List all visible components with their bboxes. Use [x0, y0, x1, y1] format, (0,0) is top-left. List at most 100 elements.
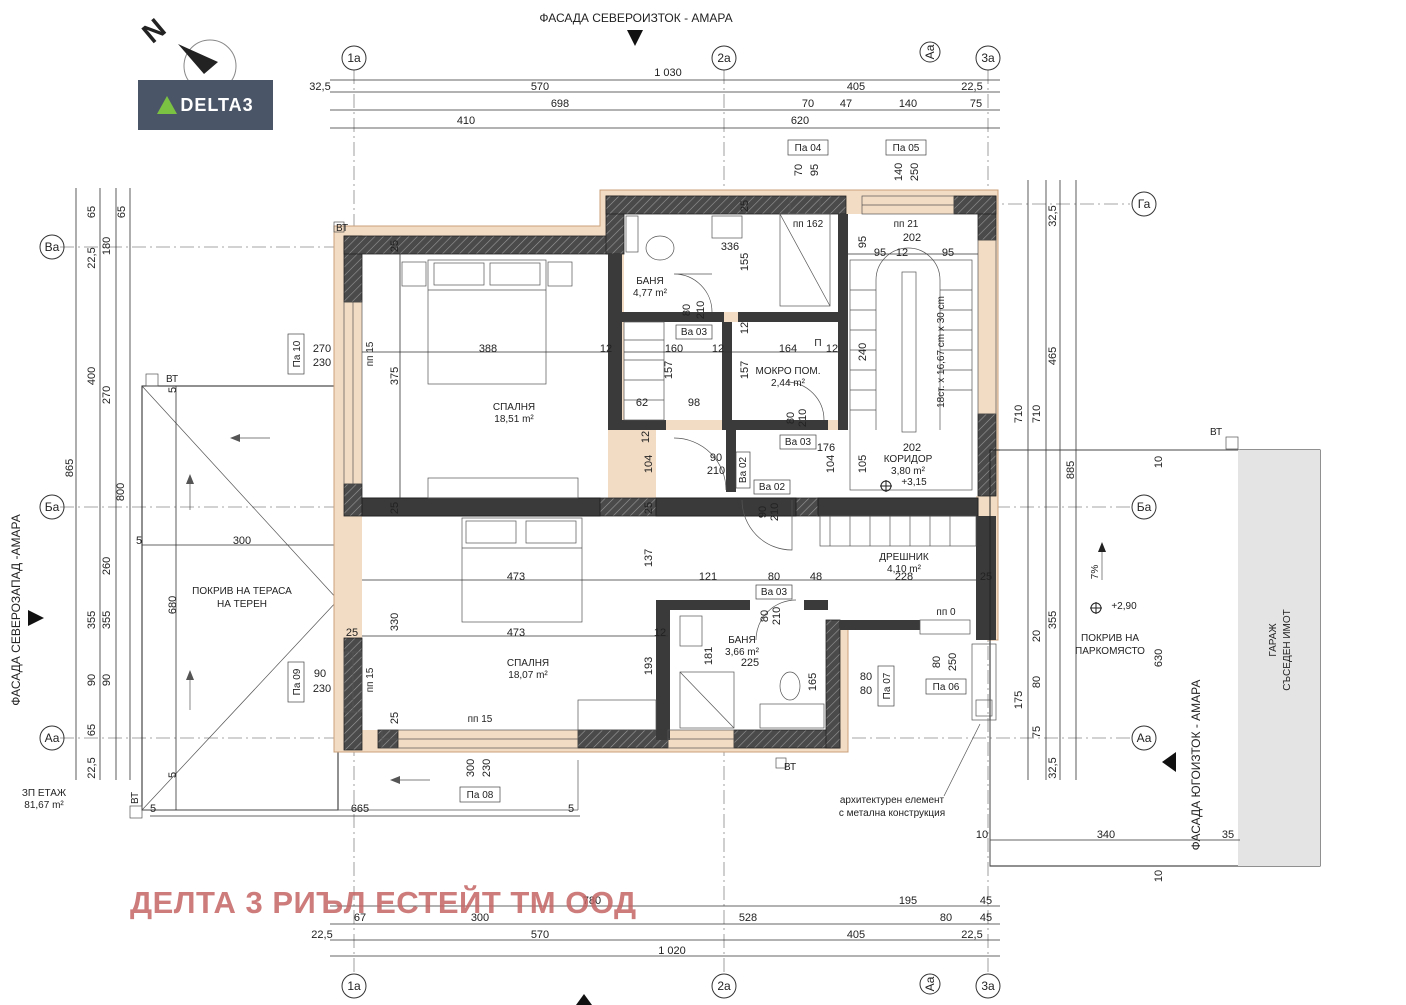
svg-text:ВТ: ВТ — [1210, 427, 1222, 438]
facade-top-title: ФАСАДА СЕВЕРОИЗТОК - АМАРА — [539, 11, 732, 25]
svg-text:25: 25 — [643, 502, 655, 514]
svg-text:Па 06: Па 06 — [933, 682, 960, 693]
svg-text:95: 95 — [809, 164, 821, 176]
svg-text:ВТ: ВТ — [336, 223, 348, 234]
svg-text:800: 800 — [115, 483, 127, 501]
svg-text:5: 5 — [150, 803, 156, 815]
svg-text:80: 80 — [931, 656, 943, 668]
svg-text:225: 225 — [741, 657, 759, 669]
svg-text:Га: Га — [1138, 197, 1151, 211]
svg-text:104: 104 — [643, 455, 655, 473]
delta-logo-icon: DELTA3 — [157, 95, 253, 116]
svg-text:336: 336 — [721, 241, 739, 253]
svg-text:25: 25 — [980, 571, 992, 583]
svg-text:47: 47 — [840, 98, 852, 110]
svg-text:10: 10 — [976, 829, 988, 841]
svg-text:137: 137 — [643, 549, 655, 567]
svg-text:665: 665 — [351, 803, 369, 815]
svg-text:7%: 7% — [1090, 565, 1101, 580]
svg-text:2а: 2а — [717, 51, 731, 65]
svg-text:Па 04: Па 04 — [795, 143, 822, 154]
svg-text:202: 202 — [903, 232, 921, 244]
svg-text:12: 12 — [739, 322, 751, 334]
svg-text:165: 165 — [807, 673, 819, 691]
svg-text:405: 405 — [847, 929, 865, 941]
svg-text:18ст. х 16,67 cm х 30 cm: 18ст. х 16,67 cm х 30 cm — [936, 296, 947, 408]
svg-text:710: 710 — [1013, 405, 1025, 423]
right-dimensions: 32,5 465 355 20 80 75 32,5 710 710 885 1… — [1013, 180, 1165, 780]
svg-text:230: 230 — [313, 683, 331, 695]
bath2-area: 3,66 m² — [725, 647, 760, 658]
wet-room-name: МОКРО ПОМ. — [755, 366, 820, 377]
svg-text:НА ТЕРЕН: НА ТЕРЕН — [217, 599, 267, 610]
svg-text:22,5: 22,5 — [311, 929, 332, 941]
svg-text:340: 340 — [1097, 829, 1115, 841]
svg-text:90: 90 — [86, 674, 98, 686]
svg-text:473: 473 — [507, 571, 525, 583]
svg-text:Аа: Аа — [1137, 731, 1152, 745]
svg-text:300: 300 — [233, 535, 251, 547]
svg-text:ВТ: ВТ — [130, 792, 141, 804]
svg-text:62: 62 — [636, 397, 648, 409]
svg-text:230: 230 — [313, 357, 331, 369]
svg-text:пп 0: пп 0 — [936, 607, 956, 618]
svg-text:Аа: Аа — [923, 44, 937, 59]
svg-text:ПОКРИВ НА: ПОКРИВ НА — [1081, 633, 1139, 644]
axis-aa-bottom: Аа — [919, 973, 941, 995]
svg-text:260: 260 — [101, 557, 113, 575]
svg-text:22,5: 22,5 — [961, 929, 982, 941]
svg-text:75: 75 — [970, 98, 982, 110]
svg-text:Па 08: Па 08 — [467, 790, 494, 801]
closet-name: ДРЕШНИК — [879, 552, 929, 563]
svg-text:СЪСЕДЕН ИМОТ: СЪСЕДЕН ИМОТ — [1282, 609, 1293, 691]
svg-text:270: 270 — [101, 386, 113, 404]
svg-text:12: 12 — [896, 247, 908, 259]
svg-text:355: 355 — [1047, 611, 1059, 629]
svg-text:Ба: Ба — [45, 500, 60, 514]
svg-text:ВТ: ВТ — [784, 762, 796, 773]
facade-right-marker — [1162, 752, 1176, 772]
bedroom2-area: 18,07 m² — [508, 670, 548, 681]
svg-text:164: 164 — [779, 343, 797, 355]
svg-text:121: 121 — [699, 571, 717, 583]
svg-text:405: 405 — [847, 81, 865, 93]
axis-aa-right: Аа — [1131, 725, 1157, 751]
svg-text:1а: 1а — [347, 51, 361, 65]
svg-text:Ва: Ва — [45, 240, 60, 254]
interior-dimensions: 388 375 25 12 160 12 164 12 12 12 157 15… — [313, 163, 992, 777]
svg-text:90: 90 — [101, 674, 113, 686]
svg-text:95: 95 — [874, 247, 886, 259]
svg-text:25: 25 — [389, 712, 401, 724]
bedroom2-name: СПАЛНЯ — [507, 658, 549, 669]
svg-text:25: 25 — [389, 502, 401, 514]
svg-text:22,5: 22,5 — [86, 247, 98, 268]
svg-text:570: 570 — [531, 929, 549, 941]
svg-text:80: 80 — [768, 571, 780, 583]
room-floors — [362, 214, 978, 730]
svg-text:195: 195 — [899, 895, 917, 907]
svg-text:240: 240 — [857, 343, 869, 361]
metal-note-leader — [943, 723, 981, 797]
svg-text:ПОКРИВ НА ТЕРАСА: ПОКРИВ НА ТЕРАСА — [192, 586, 292, 597]
svg-text:210: 210 — [797, 409, 809, 427]
svg-text:355: 355 — [101, 611, 113, 629]
bath1-area: 4,77 m² — [633, 288, 668, 299]
top-dimensions: 1 030 32,5 570 405 22,5 698 70 47 140 75… — [309, 67, 1000, 129]
svg-text:пп 15: пп 15 — [365, 341, 376, 366]
svg-text:32,5: 32,5 — [1047, 205, 1059, 226]
svg-text:210: 210 — [707, 465, 725, 477]
svg-text:104: 104 — [825, 455, 837, 473]
axis-va-left: Ва — [39, 234, 65, 260]
svg-text:Аа: Аа — [45, 731, 60, 745]
svg-text:710: 710 — [1031, 405, 1043, 423]
svg-text:410: 410 — [457, 115, 475, 127]
axis-ba-right: Ба — [1131, 494, 1157, 520]
svg-text:90: 90 — [710, 452, 722, 464]
brand-logo: DELTA3 — [138, 80, 273, 130]
svg-text:Ба: Ба — [1137, 500, 1152, 514]
facade-bottom-marker — [576, 994, 592, 1005]
facade-top-marker — [627, 30, 643, 46]
svg-text:70: 70 — [802, 98, 814, 110]
svg-text:ВТ: ВТ — [166, 374, 178, 385]
doors — [673, 273, 825, 641]
